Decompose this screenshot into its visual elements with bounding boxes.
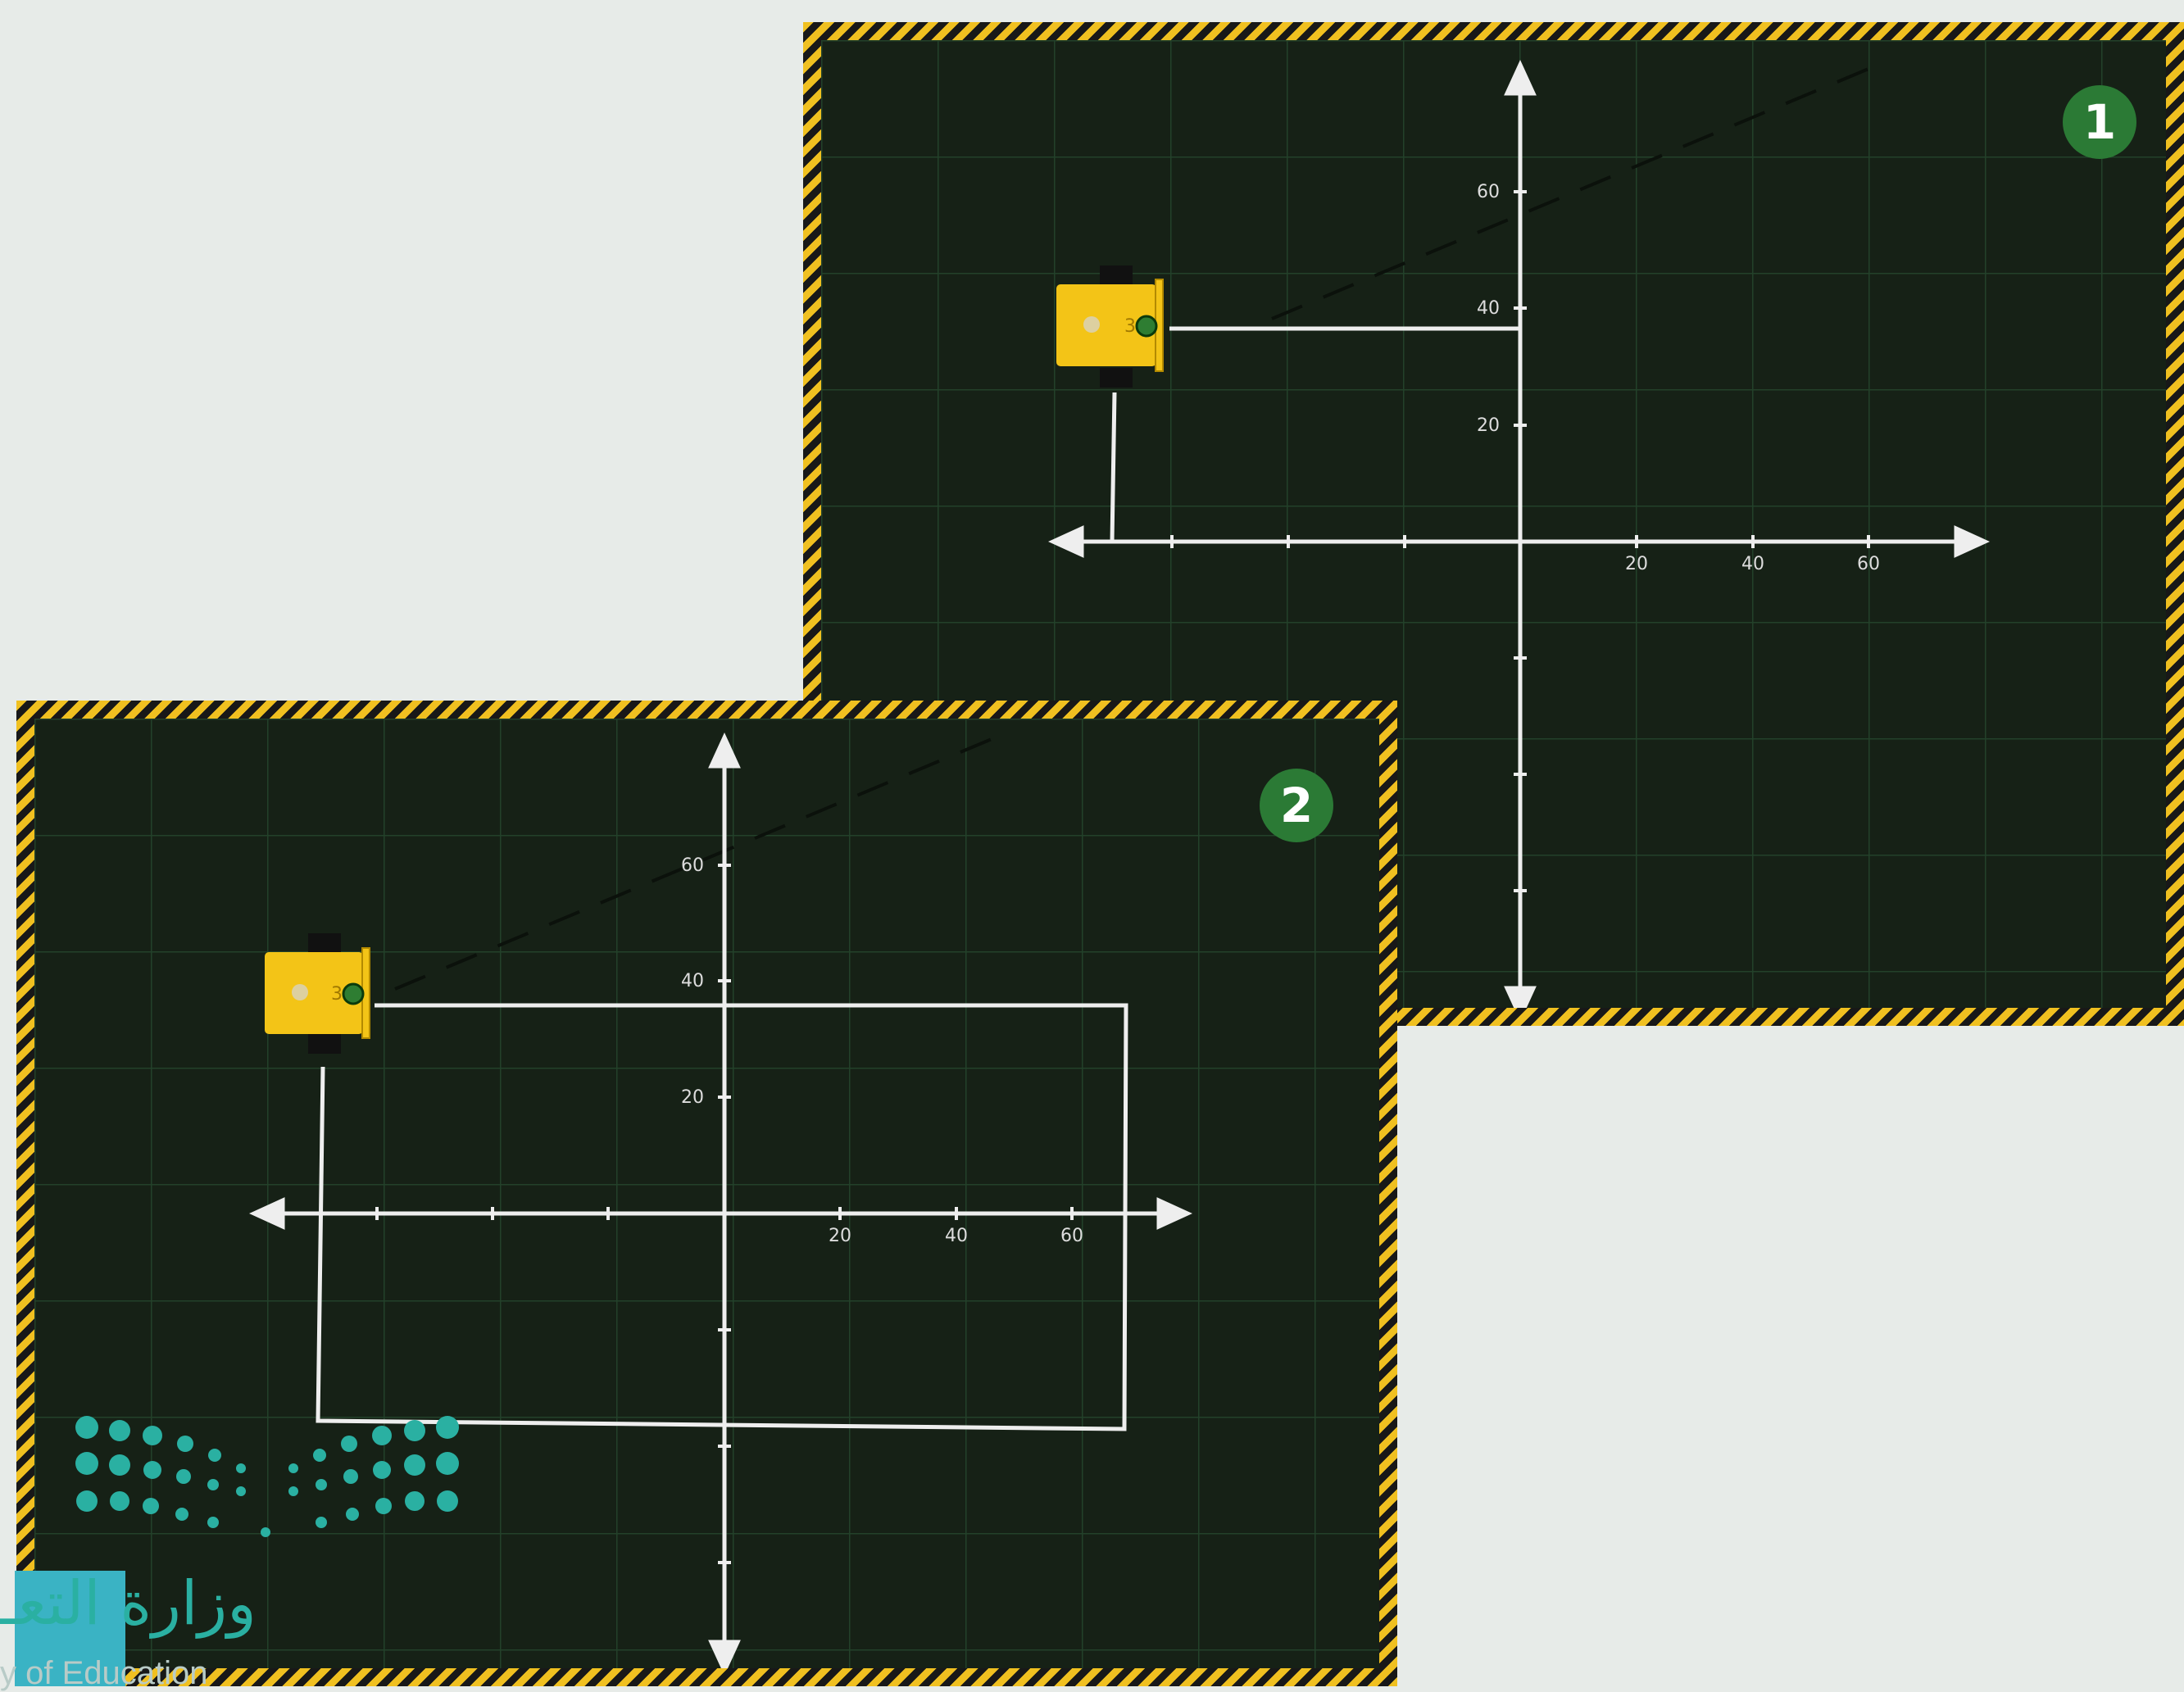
x-tick-label: 20 [1625, 554, 1648, 574]
robot-wheel-top [1100, 265, 1133, 285]
y-tick-label: 40 [1477, 298, 1500, 319]
logo-english-text: y of Education [0, 1655, 208, 1692]
step-badge-2: 2 [1260, 769, 1333, 842]
logo-arabic-text: وزارة التعـ [0, 1573, 257, 1634]
y-tick-label: 60 [681, 855, 704, 876]
x-tick-label: 60 [1060, 1226, 1083, 1246]
x-tick-label: 60 [1857, 554, 1880, 574]
y-tick-label: 20 [1477, 415, 1500, 436]
robot-light [292, 984, 308, 1000]
y-tick-label: 20 [681, 1087, 704, 1108]
robot-label: 3 [1124, 316, 1136, 337]
robot-label: 3 [331, 984, 343, 1005]
x-tick-label: 40 [1741, 554, 1764, 574]
robot-wheel-top [308, 933, 341, 953]
robot-path [1112, 392, 1115, 542]
y-tick-label: 60 [1477, 182, 1500, 202]
robot-wheel-bottom [1100, 368, 1133, 388]
robot-pen [1137, 316, 1156, 336]
x-tick-label: 20 [829, 1226, 851, 1246]
ministry-logo: وزارة التعـ y of Education [0, 1409, 492, 1686]
robot-wheel-bottom [308, 1034, 341, 1054]
robot-light [1083, 316, 1100, 333]
step-badge-1: 1 [2063, 85, 2136, 159]
robot-pen [343, 984, 363, 1004]
y-tick-label: 40 [681, 971, 704, 991]
x-tick-label: 40 [945, 1226, 968, 1246]
logo-dots-icon [66, 1409, 475, 1549]
